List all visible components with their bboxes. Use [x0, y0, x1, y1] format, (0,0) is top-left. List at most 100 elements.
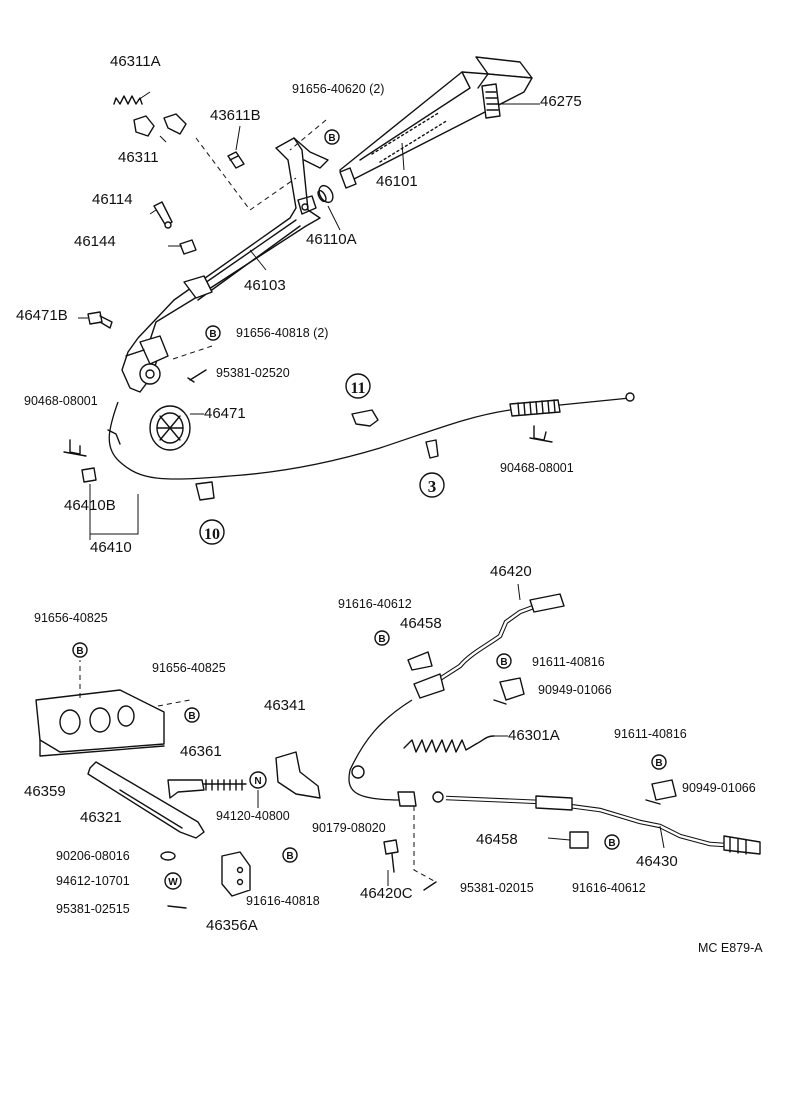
svg-text:3: 3 [428, 477, 437, 496]
clamp-90949-01066-top [493, 677, 525, 705]
label-91611-40816-top: 91611-40816 [532, 655, 605, 669]
pin-43611B [227, 151, 245, 169]
lever-bracket-46103 [121, 137, 329, 393]
label-95381-02520: 95381-02520 [216, 366, 290, 380]
screw-95381-02515 [167, 905, 187, 909]
label-46301A: 46301A [508, 727, 560, 744]
clip-46144 [179, 239, 197, 255]
label-90949-01066-top: 90949-01066 [538, 683, 612, 697]
bushing-46110A [317, 184, 334, 204]
lever-46341 [275, 751, 321, 799]
label-43611B: 43611B [210, 107, 261, 124]
marker-b-91616-40612-bottom: B [604, 834, 620, 850]
label-46410: 46410 [90, 539, 132, 556]
dashed-lines-bottom [79, 660, 437, 886]
cable-46430 [432, 791, 761, 855]
marker-b-91656-40620: B [324, 129, 340, 145]
label-46114: 46114 [92, 191, 133, 208]
marker-b-91656-40825-right: B [184, 707, 200, 723]
bracket-46311 [133, 113, 187, 137]
clamp-90949-01066-bottom [645, 779, 677, 805]
label-91611-40816-bottom: 91611-40816 [614, 727, 687, 741]
grommet-46410B [81, 467, 97, 483]
label-95381-02515: 95381-02515 [56, 902, 130, 916]
label-90179-08020: 90179-08020 [312, 821, 386, 835]
label-46420: 46420 [490, 563, 532, 580]
marker-b-91656-40818: B [205, 325, 221, 341]
label-94120-40800: 94120-40800 [216, 809, 290, 823]
handle-grip-46101 [339, 56, 533, 189]
clamp-ref-11 [351, 409, 379, 427]
clip-90468-08001-right [529, 425, 553, 443]
label-46144: 46144 [74, 233, 116, 250]
label-90468-08001-right: 90468-08001 [500, 461, 574, 475]
label-91656-40620: 91656-40620 (2) [292, 82, 384, 96]
label-46110A: 46110A [306, 231, 357, 248]
label-46458-top: 46458 [400, 615, 442, 632]
label-46101: 46101 [376, 173, 418, 190]
pulley-46471 [149, 405, 204, 451]
svg-text:B: B [378, 634, 385, 645]
svg-text:W: W [168, 877, 178, 888]
cable-46410 [107, 392, 635, 480]
label-46103: 46103 [244, 277, 286, 294]
svg-text:B: B [328, 133, 335, 144]
label-46420C: 46420C [360, 885, 413, 902]
bracket-plate-46359 [35, 689, 165, 757]
label-90949-01066-bottom: 90949-01066 [682, 781, 756, 795]
clamp-ref-3 [425, 439, 439, 459]
circled-markers: B B B B B B B B [72, 129, 667, 890]
label-46275: 46275 [540, 93, 582, 110]
label-90468-08001-left: 90468-08001 [24, 394, 98, 408]
cable-coil-46410 [517, 399, 556, 416]
label-46311A: 46311A [110, 53, 161, 70]
bolt-46471B [87, 311, 113, 329]
label-91656-40825-right: 91656-40825 [152, 661, 226, 675]
label-46321: 46321 [80, 809, 122, 826]
svg-text:N: N [254, 776, 261, 787]
label-94612-10701: 94612-10701 [56, 874, 130, 888]
clip-90468-08001-left [63, 439, 87, 457]
screw-95381-02520 [187, 369, 207, 383]
svg-text:B: B [188, 711, 195, 722]
label-46359: 46359 [24, 783, 66, 800]
label-91656-40818: 91656-40818 (2) [236, 326, 328, 340]
label-91616-40818: 91616-40818 [246, 894, 320, 908]
screw-95381-02015 [423, 881, 437, 891]
marker-b-91656-40825-left: B [72, 642, 88, 658]
label-91656-40825-left: 91656-40825 [34, 611, 108, 625]
marker-b-91616-40612-top: B [374, 630, 390, 646]
reference-number-10: 10 [199, 519, 225, 545]
svg-text:B: B [500, 657, 507, 668]
label-91616-40612-bottom: 91616-40612 [572, 881, 646, 895]
label-46471: 46471 [204, 405, 246, 422]
label-46356A: 46356A [206, 917, 258, 934]
reference-number-11: 11 [345, 373, 371, 399]
label-46341: 46341 [264, 697, 306, 714]
bracket-lines-46410 [89, 484, 139, 540]
bracket-46356A [221, 851, 251, 897]
label-46311: 46311 [118, 149, 159, 166]
bolt-46420C [383, 839, 399, 873]
marker-b-91611-40816-top: B [496, 653, 512, 669]
marker-b-91616-40818: B [282, 847, 298, 863]
lever-46321 [87, 761, 205, 839]
svg-text:B: B [209, 329, 216, 340]
label-90206-08016: 90206-08016 [56, 849, 130, 863]
clip-46458-bottom [547, 831, 589, 849]
svg-text:B: B [76, 646, 83, 657]
marker-w-94612-10701: W [164, 872, 182, 890]
label-46458-bottom: 46458 [476, 831, 518, 848]
pawl-46114 [153, 201, 173, 229]
marker-b-91611-40816-bottom: B [651, 754, 667, 770]
label-46410B: 46410B [64, 497, 116, 514]
part-labels: 46311A 46311 43611B 91656-40620 (2) 4627… [16, 53, 763, 955]
svg-text:10: 10 [204, 526, 220, 543]
label-46471B: 46471B [16, 307, 68, 324]
marker-n-94120-40800: N [249, 771, 267, 789]
spring-46301A [403, 735, 508, 753]
cable-46420 [348, 583, 565, 807]
bolt-46361 [167, 779, 247, 799]
